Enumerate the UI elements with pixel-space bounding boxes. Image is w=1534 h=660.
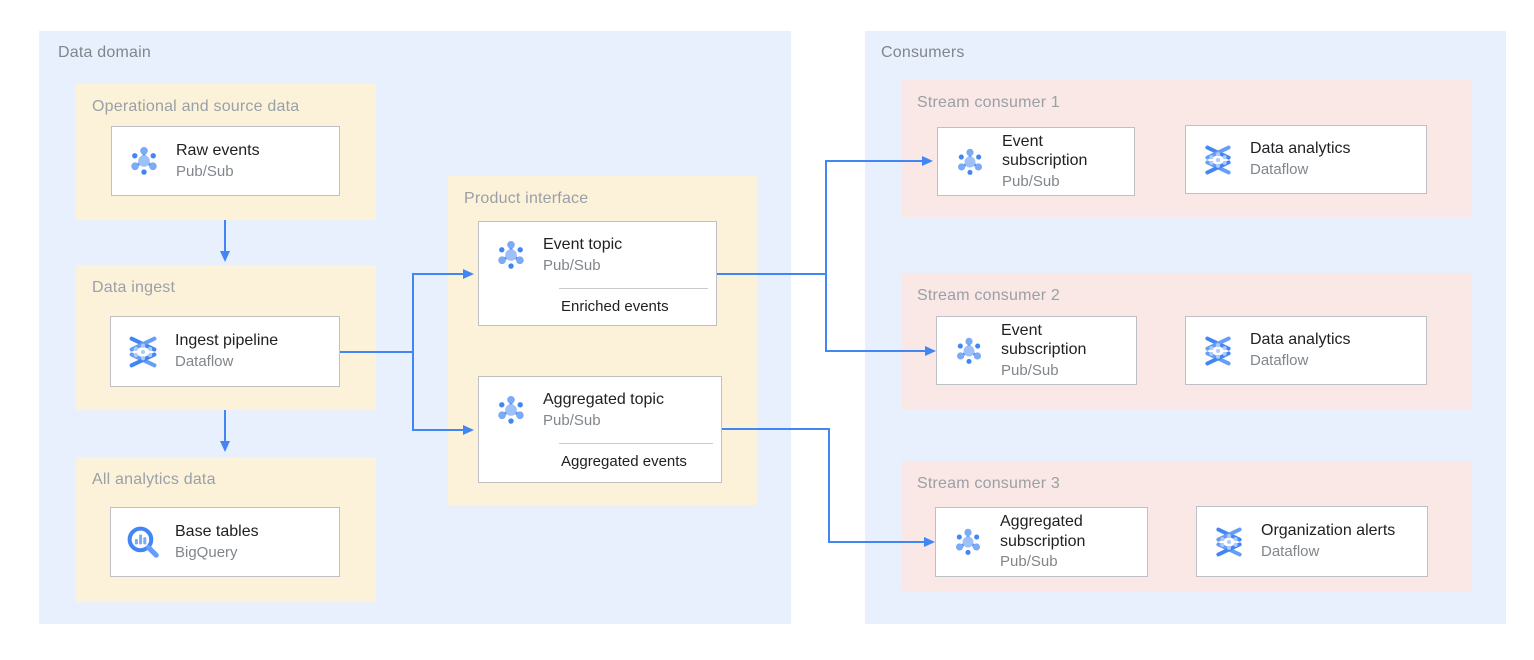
card-raw-events-subtitle: Pub/Sub [176, 162, 234, 180]
group-stream-consumer-1-label: Stream consumer 1 [917, 94, 1061, 111]
card-data-analytics-1: Data analytics Dataflow [1185, 125, 1427, 194]
card-event-subscription-2-title: Event subscription [1001, 321, 1087, 359]
card-data-analytics-1-subtitle: Dataflow [1250, 161, 1309, 178]
group-product-interface-label: Product interface [464, 190, 589, 207]
pubsub-icon [936, 526, 1000, 558]
dataflow-icon [111, 335, 175, 369]
card-event-subscription-1-title: Event subscription [1002, 132, 1088, 170]
divider [559, 443, 713, 444]
card-raw-events-title: Raw events [176, 141, 260, 159]
card-data-analytics-1-title: Data analytics [1250, 140, 1351, 158]
group-data-ingest-label: Data ingest [92, 279, 176, 296]
dataflow-icon [1197, 526, 1261, 558]
card-event-topic-subtitle: Pub/Sub [543, 256, 601, 274]
card-aggregated-topic-badge: Aggregated events [561, 453, 687, 470]
card-organization-alerts-title: Organization alerts [1261, 522, 1396, 540]
dataflow-icon [1186, 335, 1250, 367]
pubsub-icon [112, 144, 176, 178]
card-aggregated-subscription-title: Aggregated subscription [1000, 513, 1086, 550]
card-event-topic: Event topic Pub/Sub Enriched events [478, 221, 717, 326]
card-data-analytics-2: Data analytics Dataflow [1185, 316, 1427, 385]
card-data-analytics-2-subtitle: Dataflow [1250, 352, 1309, 369]
card-aggregated-subscription-subtitle: Pub/Sub [1000, 553, 1058, 571]
data-domain-label: Data domain [58, 44, 151, 61]
pubsub-icon [479, 238, 543, 272]
dataflow-icon [1186, 144, 1250, 176]
card-event-topic-badge: Enriched events [561, 298, 669, 315]
card-ingest-pipeline-title: Ingest pipeline [175, 332, 279, 350]
card-organization-alerts-subtitle: Dataflow [1261, 543, 1320, 560]
card-base-tables: Base tables BigQuery [110, 507, 340, 577]
consumers-label: Consumers [881, 44, 965, 61]
card-event-topic-title: Event topic [543, 235, 623, 253]
pubsub-icon [479, 393, 543, 427]
card-base-tables-title: Base tables [175, 522, 259, 540]
group-stream-consumer-3-label: Stream consumer 3 [917, 475, 1061, 492]
card-aggregated-subscription: Aggregated subscription Pub/Sub [935, 507, 1148, 577]
group-stream-consumer-2-label: Stream consumer 2 [917, 287, 1061, 304]
pubsub-icon [937, 335, 1001, 367]
card-organization-alerts: Organization alerts Dataflow [1196, 506, 1428, 577]
card-event-subscription-2-subtitle: Pub/Sub [1001, 361, 1059, 379]
card-event-subscription-1-subtitle: Pub/Sub [1002, 172, 1060, 190]
bigquery-icon [111, 524, 175, 560]
card-raw-events: Raw events Pub/Sub [111, 126, 340, 196]
card-aggregated-topic-subtitle: Pub/Sub [543, 411, 601, 429]
card-data-analytics-2-title: Data analytics [1250, 331, 1351, 349]
card-aggregated-topic: Aggregated topic Pub/Sub Aggregated even… [478, 376, 722, 483]
card-ingest-pipeline: Ingest pipeline Dataflow [110, 316, 340, 387]
divider [559, 288, 708, 289]
group-all-analytics-label: All analytics data [92, 471, 216, 488]
card-base-tables-subtitle: BigQuery [175, 543, 238, 561]
card-ingest-pipeline-subtitle: Dataflow [175, 353, 234, 370]
card-event-subscription-2: Event subscription Pub/Sub [936, 316, 1137, 385]
card-event-subscription-1: Event subscription Pub/Sub [937, 127, 1135, 196]
card-aggregated-topic-title: Aggregated topic [543, 390, 664, 408]
pubsub-icon [938, 146, 1002, 178]
group-operational-label: Operational and source data [92, 98, 300, 115]
